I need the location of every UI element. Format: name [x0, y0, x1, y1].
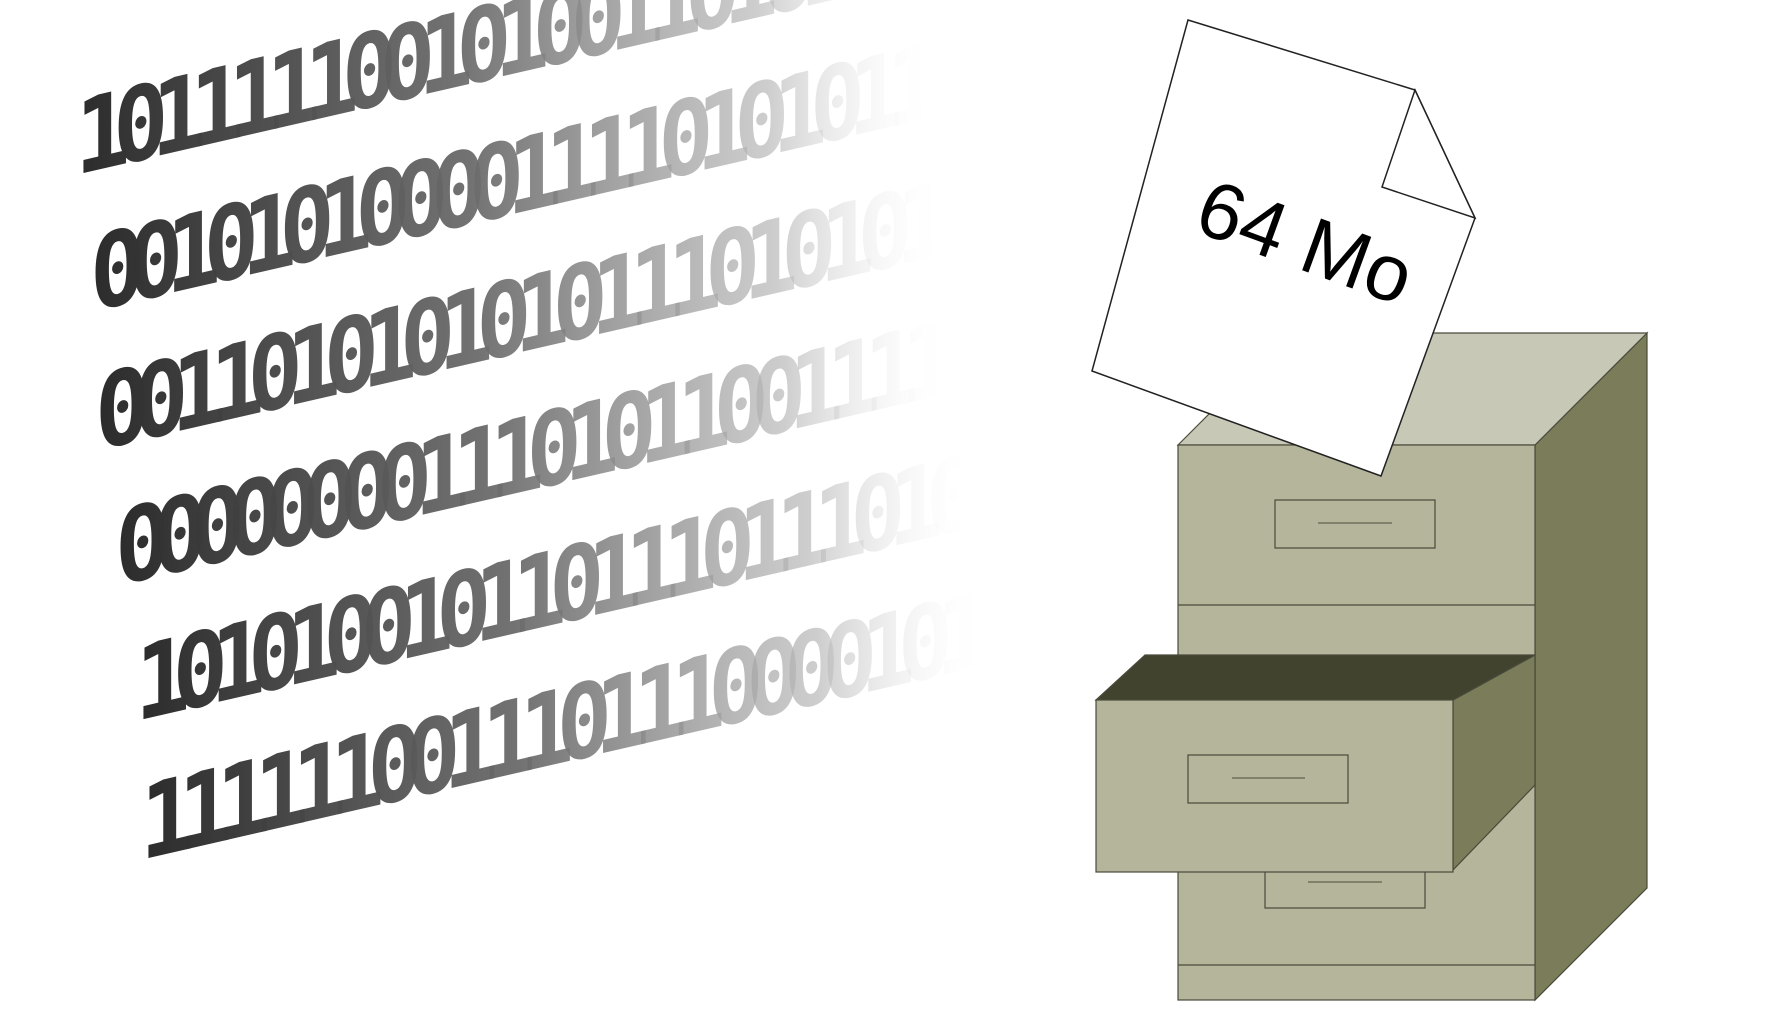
- drawer-label-holder: [1274, 499, 1436, 549]
- document-fold: [1381, 87, 1477, 220]
- cabinet-side: [1534, 331, 1648, 1002]
- open-drawer: [1094, 653, 1536, 873]
- drawer-label-holder: [1264, 867, 1426, 909]
- binary-stream: 1011111001010011010101 00101010000111101…: [75, 0, 987, 885]
- document-icon: 64 Mo: [1091, 19, 1477, 477]
- document-page: [1091, 19, 1476, 477]
- drawer-label-holder: [1187, 754, 1349, 804]
